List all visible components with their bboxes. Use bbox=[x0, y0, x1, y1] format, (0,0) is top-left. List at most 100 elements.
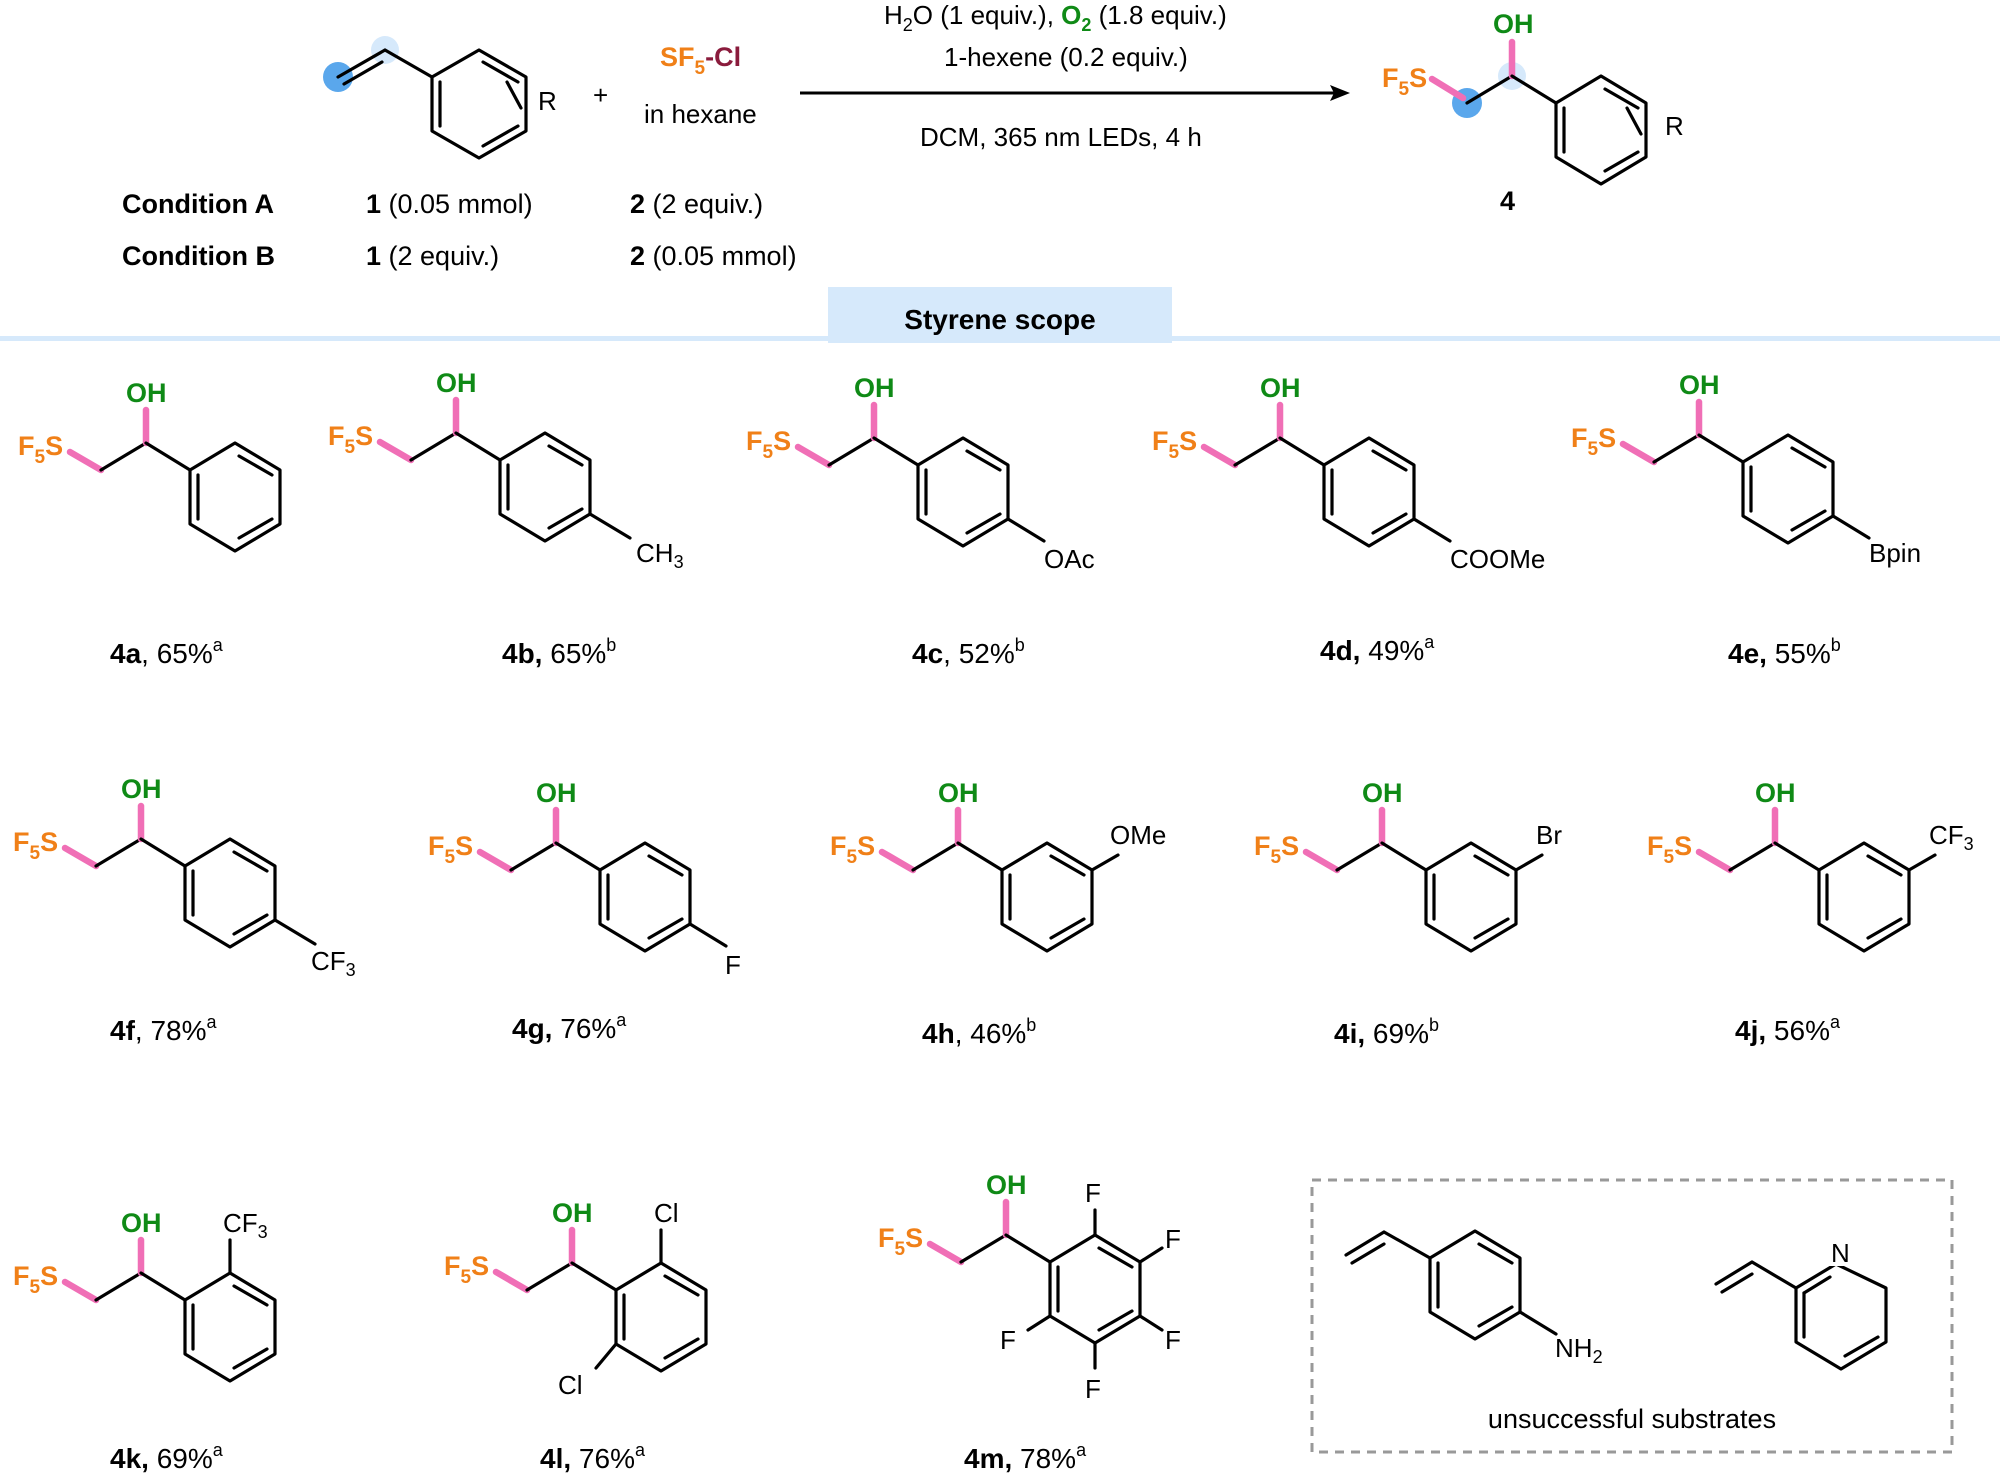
caption-4i: 4i, 69%b bbox=[1334, 1015, 1439, 1049]
caption-4d: 4d, 49%a bbox=[1320, 632, 1435, 666]
starting-styrene: R bbox=[323, 36, 557, 160]
sub-4k-num: 3 bbox=[258, 1222, 268, 1242]
svg-text:4k, 69%a: 4k, 69%a bbox=[110, 1440, 224, 1473]
svg-text:CH3: CH3 bbox=[636, 538, 684, 572]
caption-4c: 4c, 52%b bbox=[912, 635, 1025, 669]
compound-4k: CF3 bbox=[13, 1208, 277, 1383]
caption-4b: 4b, 65%b bbox=[502, 635, 616, 669]
sub-4j-num: 3 bbox=[1964, 834, 1974, 854]
general-product: F5S OH R 4 bbox=[1382, 9, 1684, 216]
aniline-nh: NH bbox=[1555, 1333, 1593, 1363]
compound-4d: COOMe bbox=[1152, 373, 1545, 574]
prod-f-sub: 5 bbox=[1399, 79, 1410, 100]
svg-text:4i, 69%b: 4i, 69%b bbox=[1334, 1015, 1439, 1049]
caption-4h: 4h, 46%b bbox=[922, 1015, 1036, 1049]
sub-4j: CF bbox=[1929, 820, 1964, 850]
prod-f: F bbox=[1382, 63, 1399, 93]
sub-4m-3: F bbox=[1165, 1325, 1181, 1355]
aniline-sub: 2 bbox=[1593, 1347, 1603, 1367]
pyridine-n: N bbox=[1831, 1238, 1850, 1268]
svg-text:4j, 56%a: 4j, 56%a bbox=[1735, 1012, 1841, 1046]
svg-text:SF5-Cl: SF5-Cl bbox=[660, 42, 741, 79]
sub-4b: CH bbox=[636, 538, 674, 568]
cond-hexene: 1-hexene (0.2 equiv.) bbox=[944, 42, 1188, 72]
compound-4m: F F F F F bbox=[878, 1170, 1181, 1404]
reaction-arrow-group: H2O (1 equiv.), O2 (1.8 equiv.) 1-hexene… bbox=[800, 0, 1350, 152]
sub-4l-top: Cl bbox=[654, 1198, 679, 1228]
svg-text:4l, 76%a: 4l, 76%a bbox=[540, 1440, 646, 1473]
svg-text:NH2: NH2 bbox=[1555, 1333, 1603, 1367]
reagent-sub: 5 bbox=[695, 58, 706, 79]
compound-4g: F bbox=[428, 778, 741, 980]
compound-4a bbox=[18, 378, 282, 553]
cond-b-c1-amt: (2 equiv.) bbox=[381, 241, 499, 271]
cond-o: O bbox=[1061, 0, 1081, 30]
cond-b-c1: 1 bbox=[366, 241, 381, 271]
cond-a-c2: 2 bbox=[630, 189, 645, 219]
sub-4h: OMe bbox=[1110, 820, 1166, 850]
cond-solvent-light: DCM, 365 nm LEDs, 4 h bbox=[920, 122, 1202, 152]
sub-4f-num: 3 bbox=[346, 960, 356, 980]
caption-4e: 4e, 55%b bbox=[1728, 635, 1841, 669]
cond-a-c1: 1 bbox=[366, 189, 381, 219]
sub-4m-5: F bbox=[1000, 1325, 1016, 1355]
svg-text:4d, 49%a: 4d, 49%a bbox=[1320, 632, 1435, 666]
unsuccessful-substrates-box: NH2 N unsuccessful substrates bbox=[1310, 1178, 1954, 1454]
cond-b-c2-amt: (0.05 mmol) bbox=[645, 241, 797, 271]
cond-o-sub: 2 bbox=[1081, 15, 1091, 35]
section-title: Styrene scope bbox=[904, 304, 1095, 335]
compound-4c: OAc bbox=[746, 373, 1095, 574]
svg-text:2 (0.05 mmol): 2 (0.05 mmol) bbox=[630, 241, 797, 271]
cond-o2-rest: (1.8 equiv.) bbox=[1091, 0, 1226, 30]
svg-text:4e, 55%b: 4e, 55%b bbox=[1728, 635, 1841, 669]
caption-4f: 4f, 78%a bbox=[110, 1012, 218, 1046]
svg-text:4m, 78%a: 4m, 78%a bbox=[964, 1440, 1087, 1473]
svg-text:4a, 65%a: 4a, 65%a bbox=[110, 635, 224, 669]
reagent-sf: SF bbox=[660, 42, 695, 72]
svg-text:1 (2 equiv.): 1 (2 equiv.) bbox=[366, 241, 499, 271]
prod-r: R bbox=[1665, 111, 1684, 141]
sub-4l-bottom: Cl bbox=[558, 1370, 583, 1400]
sub-4g: F bbox=[725, 950, 741, 980]
compound-4j: CF3 bbox=[1647, 778, 1974, 953]
cond-h2o-rest: O (1 equiv.), bbox=[913, 0, 1061, 30]
cond-b-c2: 2 bbox=[630, 241, 645, 271]
cond-a-c1-amt: (0.05 mmol) bbox=[381, 189, 533, 219]
caption-4g: 4g, 76%a bbox=[512, 1010, 627, 1044]
sub-4c: OAc bbox=[1044, 544, 1095, 574]
svg-text:H2O (1 equiv.), O2 (1.8 equiv.: H2O (1 equiv.), O2 (1.8 equiv.) bbox=[884, 0, 1227, 35]
cond-h: H bbox=[884, 0, 903, 30]
sub-4m-1: F bbox=[1085, 1178, 1101, 1208]
compound-4h: OMe bbox=[830, 778, 1166, 953]
condition-table: Condition A 1 (0.05 mmol) 2 (2 equiv.) C… bbox=[122, 189, 797, 271]
svg-text:4b, 65%b: 4b, 65%b bbox=[502, 635, 616, 669]
compound-4f: CF3 bbox=[13, 774, 356, 980]
prod-oh: OH bbox=[1493, 9, 1534, 39]
condition-a-label: Condition A bbox=[122, 189, 274, 219]
cond-a-c2-amt: (2 equiv.) bbox=[645, 189, 763, 219]
section-banner: Styrene scope bbox=[0, 287, 2000, 343]
plus-sign: + bbox=[593, 80, 608, 110]
sub-4d: COOMe bbox=[1450, 544, 1545, 574]
svg-text:F5S: F5S bbox=[1382, 63, 1427, 100]
compound-4e: Bpin bbox=[1571, 370, 1921, 568]
sub-4b-num: 3 bbox=[674, 552, 684, 572]
sf5cl-reagent: SF5-Cl in hexane bbox=[644, 42, 757, 129]
svg-text:4f, 78%a: 4f, 78%a bbox=[110, 1012, 218, 1046]
svg-text:CF3: CF3 bbox=[223, 1208, 268, 1242]
sub-4m-4: F bbox=[1085, 1374, 1101, 1404]
compound-4l: Cl Cl bbox=[444, 1198, 708, 1400]
sub-4k: CF bbox=[223, 1208, 258, 1238]
sub-4e: Bpin bbox=[1869, 538, 1921, 568]
caption-4m: 4m, 78%a bbox=[964, 1440, 1087, 1473]
cond-h-sub: 2 bbox=[903, 15, 913, 35]
condition-b-label: Condition B bbox=[122, 241, 275, 271]
reagent-solvent: in hexane bbox=[644, 99, 757, 129]
svg-text:4h, 46%b: 4h, 46%b bbox=[922, 1015, 1036, 1049]
svg-text:CF3: CF3 bbox=[311, 946, 356, 980]
caption-4a: 4a, 65%a bbox=[110, 635, 224, 669]
product-number: 4 bbox=[1500, 186, 1515, 216]
prod-s: S bbox=[1409, 63, 1427, 93]
reagent-cl: -Cl bbox=[705, 42, 741, 72]
